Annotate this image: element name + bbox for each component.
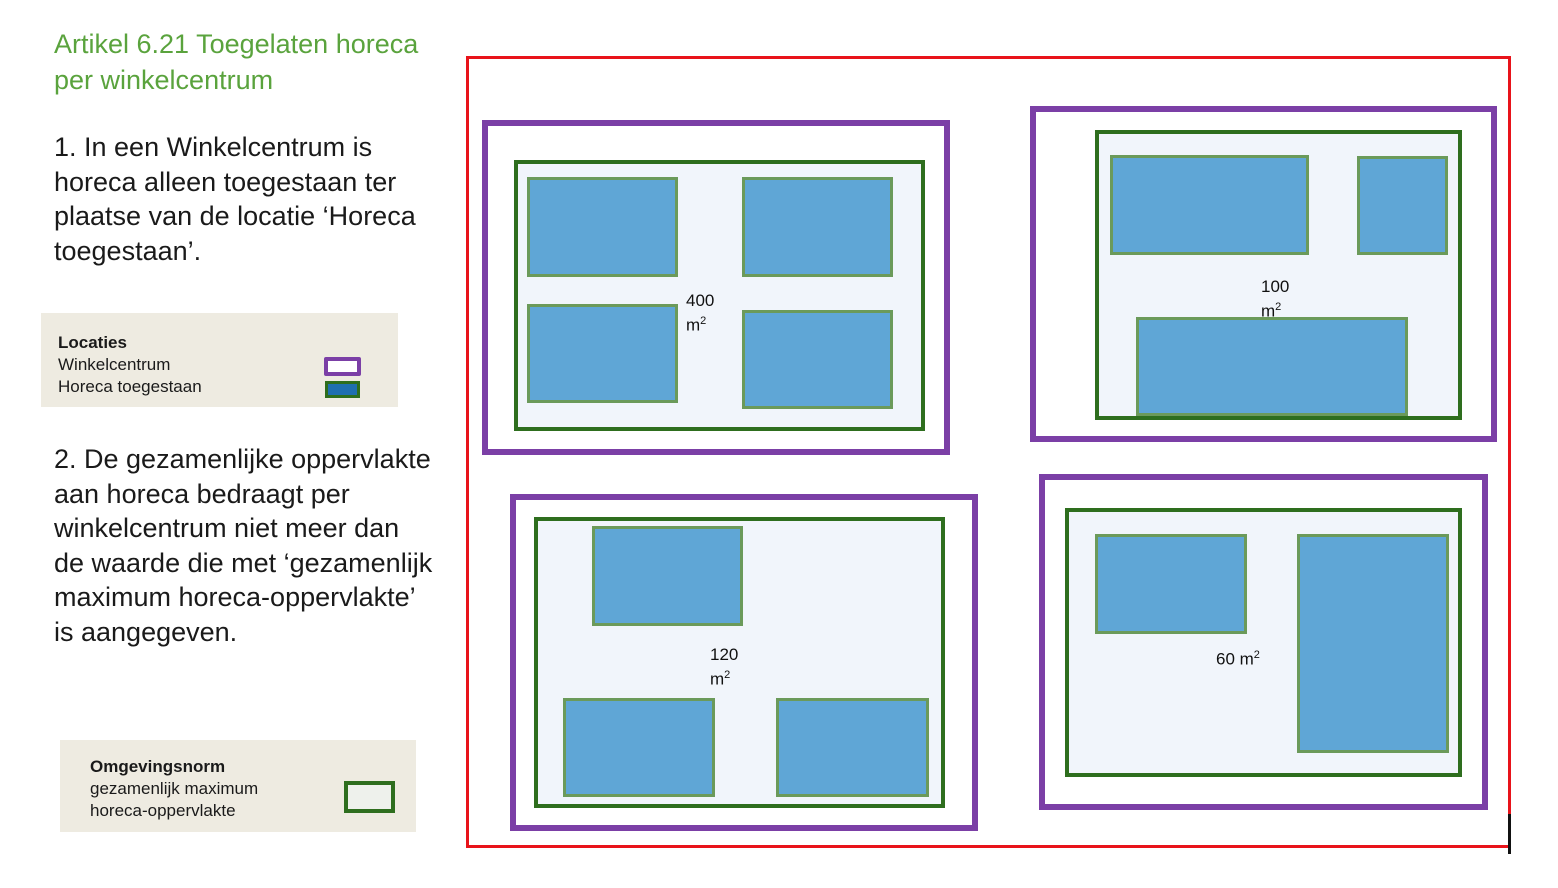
paragraph-1: 1. In een Winkelcentrum is horeca alleen… bbox=[54, 132, 416, 266]
building-2c bbox=[1136, 317, 1408, 416]
legend-omgevingsnorm: Omgevingsnorm gezamenlijk maximum horeca… bbox=[60, 740, 416, 832]
omgevingsnorm-swatch-icon bbox=[344, 781, 395, 813]
building-4b bbox=[1297, 534, 1449, 753]
building-3b bbox=[563, 698, 715, 797]
legend-locaties: Locaties Winkelcentrum Horeca toegestaan bbox=[41, 313, 398, 407]
area-label-3: 120 m2 bbox=[710, 645, 739, 689]
paragraph-2: 2. De gezamenlijke oppervlakte aan horec… bbox=[54, 444, 433, 647]
building-1c bbox=[527, 304, 678, 403]
building-1d bbox=[742, 310, 893, 409]
legend-omgevingsnorm-line-1: gezamenlijk maximum bbox=[90, 779, 259, 798]
building-1a bbox=[527, 177, 678, 277]
building-2a bbox=[1110, 155, 1309, 255]
legend-omgevingsnorm-line-2: horeca-oppervlakte bbox=[90, 801, 236, 820]
building-3c bbox=[776, 698, 929, 797]
area-label-4: 60 m2 bbox=[1216, 649, 1260, 669]
horeca-toegestaan-swatch-icon bbox=[325, 381, 360, 398]
building-1b bbox=[742, 177, 893, 277]
frame-tick-mark bbox=[1508, 814, 1511, 854]
legend-omgevingsnorm-heading: Omgevingsnorm bbox=[90, 757, 226, 776]
building-2b bbox=[1357, 156, 1448, 255]
building-4a bbox=[1095, 534, 1247, 634]
winkelcentrum-swatch-icon bbox=[324, 357, 361, 376]
area-label-1: 400 m2 bbox=[686, 291, 715, 335]
legend-locaties-heading: Locaties bbox=[58, 333, 127, 352]
legend-item-winkelcentrum: Winkelcentrum bbox=[58, 355, 171, 374]
plan-boundary bbox=[466, 56, 1511, 848]
building-3a bbox=[592, 526, 743, 626]
legend-item-horeca-toegestaan: Horeca toegestaan bbox=[58, 377, 202, 396]
area-label-2: 100 m2 bbox=[1261, 277, 1290, 321]
article-title: Artikel 6.21 Toegelaten horeca per winke… bbox=[54, 29, 419, 95]
